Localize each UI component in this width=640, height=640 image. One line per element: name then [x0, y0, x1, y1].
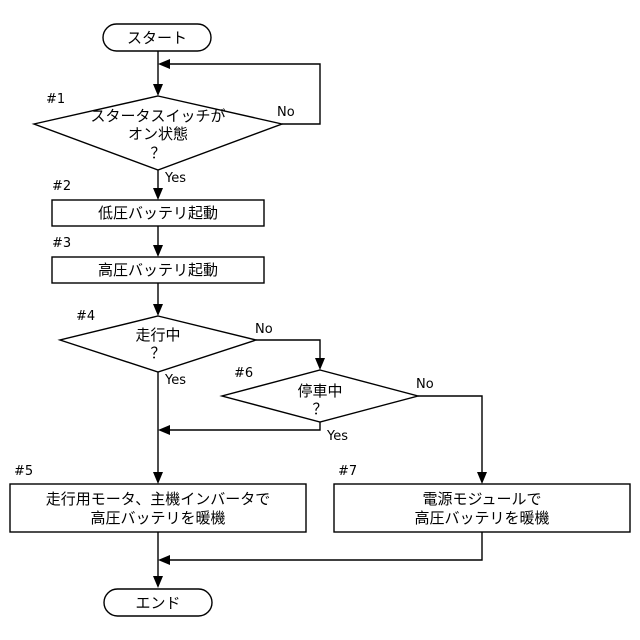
step5-text-line1: 走行用モータ、主機インバータで	[46, 490, 271, 508]
step1-text-line3: ？	[150, 144, 165, 162]
arrow-step1-no-loop	[158, 59, 170, 69]
step6-decision: #6 停車中 ？ No Yes	[222, 366, 434, 444]
arrow-into-step3	[153, 245, 163, 257]
arrow-into-step2	[153, 188, 163, 200]
arrow-into-step5	[153, 472, 163, 484]
line-step6-no-to-step7	[418, 396, 482, 476]
step2-id: #2	[52, 179, 71, 194]
step1-text-line2: オン状態	[128, 125, 188, 143]
arrow-into-step7	[477, 472, 487, 484]
step3-text: 高圧バッテリ起動	[98, 261, 218, 279]
step6-no-label: No	[416, 377, 434, 392]
step2-text: 低圧バッテリ起動	[98, 204, 218, 222]
step6-text-line1: 停車中	[297, 382, 342, 400]
start-label: スタート	[127, 29, 187, 47]
step4-text-line2: ？	[150, 344, 165, 362]
step1-decision: #1 スタータスイッチが オン状態 ？ No Yes	[34, 92, 295, 186]
line-step4-no-to-step6	[256, 340, 320, 362]
arrow-into-end	[153, 576, 163, 588]
arrow-step7-join	[158, 555, 170, 565]
step4-no-label: No	[255, 322, 273, 337]
step6-yes-label: Yes	[326, 429, 348, 444]
step1-text-line1: スタータスイッチが	[90, 107, 225, 125]
step1-no-label: No	[277, 105, 295, 120]
step5-id: #5	[14, 464, 33, 479]
step1-yes-label: Yes	[164, 171, 186, 186]
line-step6-yes-to-step5	[166, 422, 320, 430]
arrow-step6-yes-join	[158, 425, 170, 435]
arrow-into-step6	[315, 358, 325, 370]
step4-id: #4	[76, 309, 95, 324]
step3-id: #3	[52, 236, 71, 251]
step6-id: #6	[234, 366, 253, 381]
start-terminal: スタート	[103, 24, 211, 51]
arrow-into-step4	[153, 304, 163, 316]
end-label: エンド	[135, 594, 180, 612]
step7-text-line1: 電源モジュールで	[423, 490, 542, 508]
step1-id: #1	[46, 92, 65, 107]
step6-text-line2: ？	[312, 400, 327, 418]
step7-id: #7	[338, 464, 357, 479]
line-step7-to-end	[166, 532, 482, 560]
step4-text-line1: 走行中	[135, 326, 180, 344]
end-terminal: エンド	[104, 589, 212, 616]
step7-text-line2: 高圧バッテリを暖機	[414, 509, 549, 527]
step5-text-line2: 高圧バッテリを暖機	[90, 509, 225, 527]
step4-yes-label: Yes	[164, 373, 186, 388]
arrow-into-step1	[153, 84, 163, 96]
